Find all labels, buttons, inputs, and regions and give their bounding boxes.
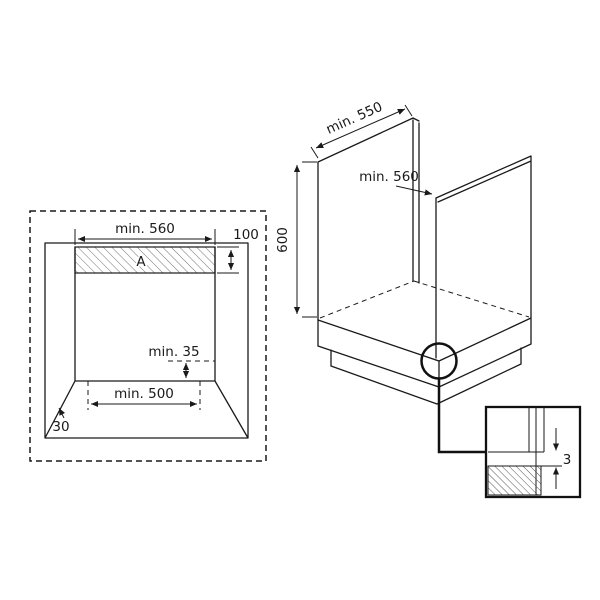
dim-base-opening: min. 500: [87, 381, 201, 410]
detail-connector-line: [437, 378, 486, 454]
plinth-label: 30: [52, 419, 69, 435]
depth-label: min. 550: [324, 99, 385, 138]
detail-gap-label: 3: [563, 452, 572, 468]
installation-boundary-dashed-frame: [29, 210, 267, 462]
cabinet-iso-view: min. 550 min. 560 600: [275, 99, 532, 454]
rear-clearance-label: min. 35: [148, 344, 199, 360]
dim-height: 600: [275, 161, 317, 318]
detail-section-lines: [487, 407, 562, 496]
dim-rear-clearance: min. 35: [147, 343, 215, 378]
width-label: min. 560: [359, 169, 419, 185]
dim-plinth: 30: [52, 407, 70, 435]
vent-strip-label: A: [136, 254, 146, 270]
dim-depth: min. 550: [310, 99, 413, 159]
detail-callout: 3: [484, 405, 582, 499]
front-view: A min. 560 100 min. 35 min. 500 30: [29, 210, 267, 462]
niche-width-label: min. 560: [115, 221, 175, 237]
dim-top-clearance: 100: [217, 227, 259, 274]
base-opening-label: min. 500: [114, 386, 174, 402]
vent-strip-hatched: [74, 246, 216, 274]
cabinet-panels-outline: [317, 117, 532, 405]
height-label: 600: [275, 227, 291, 253]
dim-width: min. 560: [359, 169, 433, 196]
dim-niche-width: min. 560: [74, 221, 216, 245]
top-clearance-label: 100: [233, 227, 259, 243]
dim-detail-gap: 3: [552, 428, 572, 489]
